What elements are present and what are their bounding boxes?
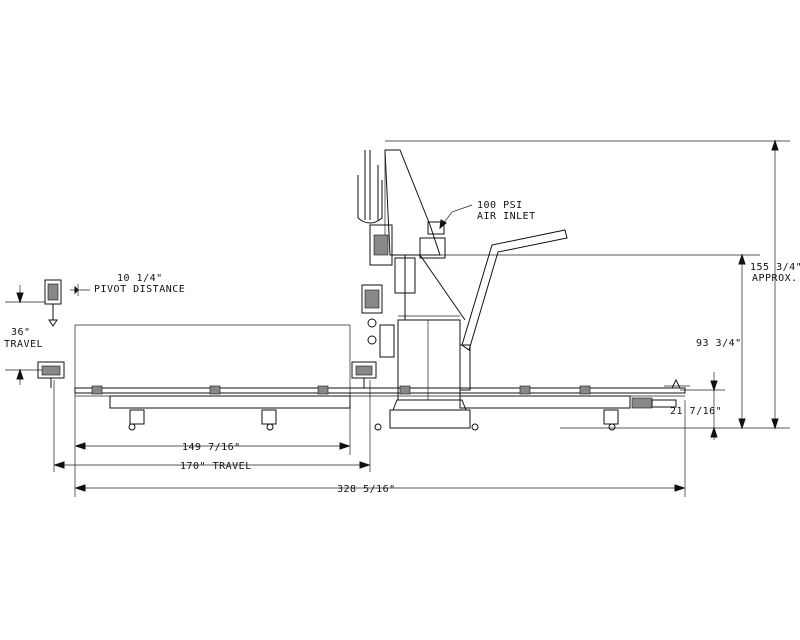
machine-base-rail — [74, 378, 690, 431]
mid-height-value: 93 3/4" — [696, 338, 742, 349]
total-length-value: 328 5/16" — [337, 484, 396, 495]
travel-36-value: 36" — [11, 327, 31, 338]
saw-head-center — [351, 284, 395, 388]
total-height-approx-label: APPROX. — [752, 273, 798, 284]
air-inlet-label: AIR INLET — [477, 211, 536, 222]
machine-column — [357, 149, 471, 429]
air-inlet-psi-label: 100 PSI — [477, 200, 523, 211]
pivot-distance-value: 10 1/4" — [117, 273, 163, 284]
total-height-value: 155 3/4" — [750, 262, 800, 273]
saw-head-left — [37, 279, 65, 388]
pivot-distance-label: PIVOT DISTANCE — [94, 284, 185, 295]
dimension-lines — [5, 139, 790, 497]
base-height-value: 21 7/16" — [670, 406, 722, 417]
length-149-value: 149 7/16" — [182, 442, 241, 453]
travel-36-label: TRAVEL — [4, 339, 43, 350]
travel-170-value: 170" TRAVEL — [180, 461, 252, 472]
machine-handle-arm — [459, 229, 568, 391]
dimension-labels: 100 PSI AIR INLET 10 1/4" PIVOT DISTANCE… — [4, 200, 800, 495]
